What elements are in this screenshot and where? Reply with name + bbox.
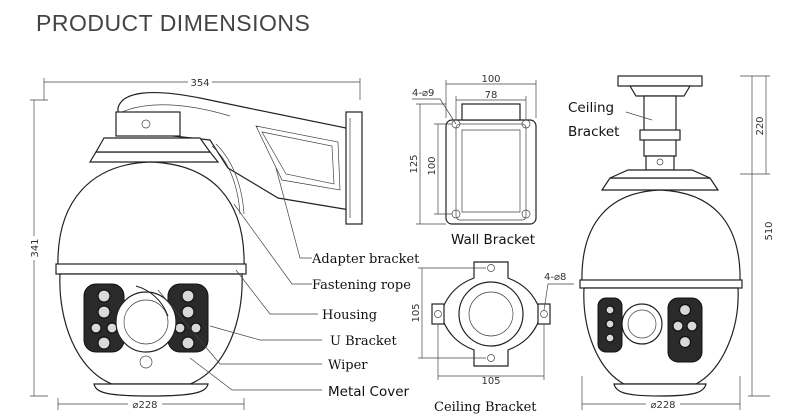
dim-wall-bracket-holes: 4-⌀9 — [412, 88, 434, 99]
ceiling-mount-camera: 220 510 ⌀228 — [579, 75, 776, 411]
dim-ceiling-total-height: 510 — [764, 221, 775, 240]
label-u-bracket: U Bracket — [330, 334, 397, 349]
label-wiper: Wiper — [328, 358, 368, 373]
dim-wall-bracket-inner-height: 100 — [427, 156, 438, 175]
label-ceiling-bracket-bottom: Ceiling Bracket — [434, 400, 537, 415]
ceiling-bracket-drawing: 105 105 4-⌀8 — [411, 261, 574, 387]
label-metal-cover: Metal Cover — [328, 384, 410, 400]
dim-overall-height: 341 — [30, 238, 41, 257]
page-title: PRODUCT DIMENSIONS — [36, 10, 311, 36]
wall-bracket-drawing: 100 78 4-⌀9 125 100 — [409, 74, 537, 225]
dim-ceiling-bracket-holes: 4-⌀8 — [544, 272, 566, 283]
label-adapter-bracket: Adapter bracket — [311, 252, 420, 267]
dim-ceiling-bracket-drop: 220 — [755, 116, 766, 135]
label-fastening-rope: Fastening rope — [312, 278, 411, 293]
label-wall-bracket: Wall Bracket — [451, 232, 535, 248]
dim-dome-diameter-left: ⌀228 — [132, 400, 157, 411]
dim-wall-bracket-outer: 100 — [481, 74, 500, 85]
dim-ceiling-bracket-height: 105 — [411, 303, 422, 322]
label-ceiling-bracket-side-2: Bracket — [568, 124, 619, 140]
dim-dome-diameter-right: ⌀228 — [650, 400, 675, 411]
dim-wall-bracket-inner: 78 — [485, 90, 498, 101]
wall-mount-camera: 354 341 ⌀228 — [26, 76, 363, 411]
dim-ceiling-bracket-width: 105 — [481, 376, 500, 387]
label-ceiling-bracket-side-1: Ceiling — [568, 100, 614, 116]
dim-overall-width: 354 — [190, 78, 209, 89]
label-housing: Housing — [322, 308, 377, 323]
leader-lines — [157, 167, 322, 391]
dim-wall-bracket-height: 125 — [409, 154, 420, 173]
